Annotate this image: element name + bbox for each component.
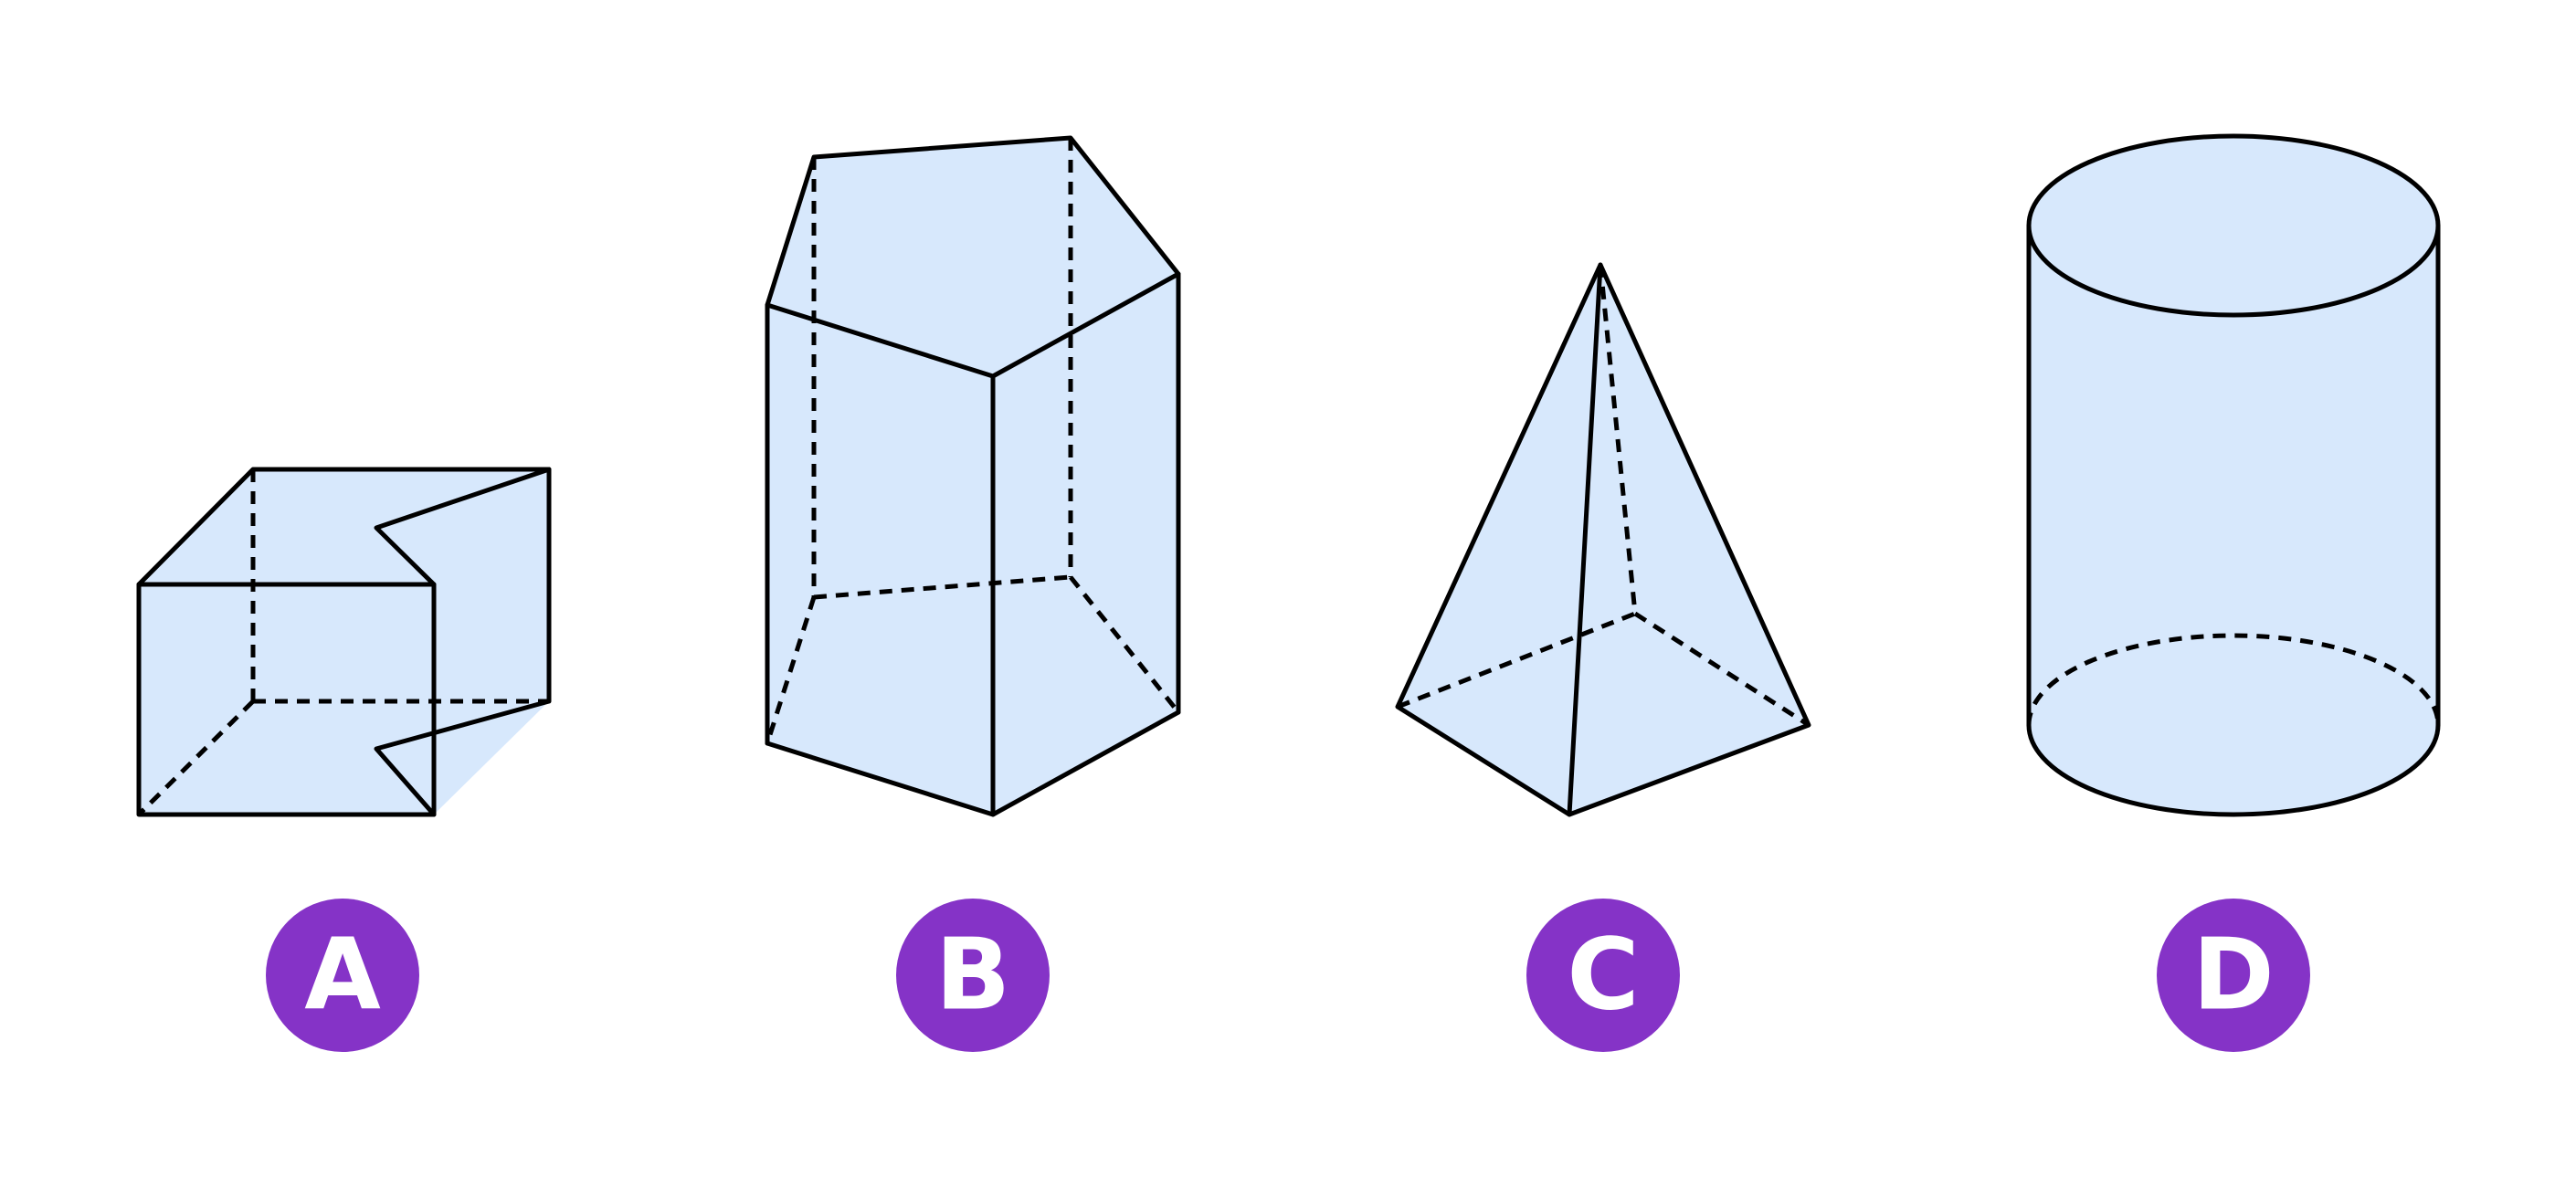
label-a-text: A [304, 919, 381, 1033]
shape-a-cube [136, 467, 552, 817]
shape-c-square-pyramid [1395, 262, 1811, 817]
shape-d-cylinder [2026, 133, 2441, 817]
pyramid-fill [1398, 265, 1809, 815]
label-badge-d: D [2157, 899, 2310, 1052]
prism-fill [767, 138, 1178, 815]
label-badge-c: C [1526, 899, 1680, 1052]
cylinder-fill [2029, 136, 2438, 815]
label-badge-b: B [896, 899, 1050, 1052]
label-b-text: B [935, 919, 1010, 1033]
label-d-text: D [2192, 919, 2275, 1033]
label-badge-a: A [266, 899, 419, 1052]
shape-b-pentagonal-prism [765, 135, 1181, 817]
label-c-text: C [1567, 919, 1639, 1033]
